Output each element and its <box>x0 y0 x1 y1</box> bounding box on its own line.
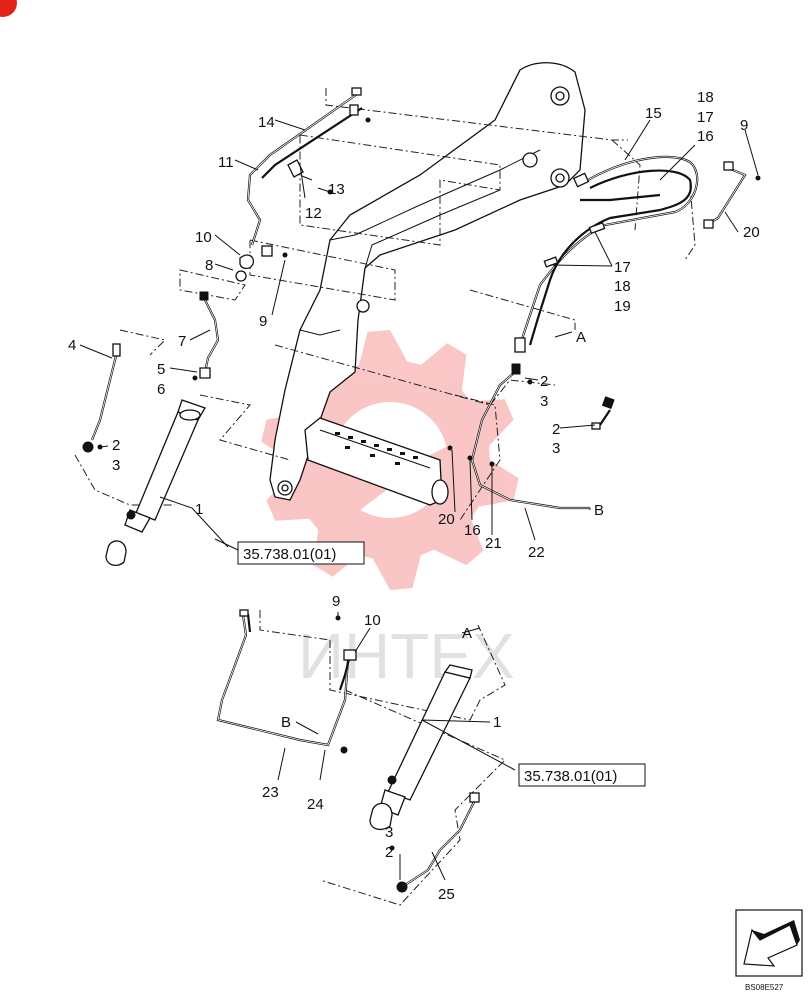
label-a-upper: A <box>576 329 586 346</box>
reference-text-upper: 35.738.01(01) <box>243 546 336 563</box>
reference-box-lower[interactable]: 35.738.01(01) <box>518 763 646 787</box>
label-13: 13 <box>328 181 345 198</box>
label-a-lower: A <box>462 625 472 642</box>
drawing-code: BS08E527 <box>745 983 784 992</box>
hose-25 <box>396 792 480 893</box>
label-3-right: 3 <box>552 440 560 457</box>
reference-box-upper[interactable]: 35.738.01(01) <box>237 541 365 565</box>
label-24: 24 <box>307 796 324 813</box>
label-16-top: 16 <box>697 128 714 145</box>
label-20-right: 20 <box>743 224 760 241</box>
label-11: 11 <box>218 154 234 171</box>
label-9-right: 9 <box>740 117 748 134</box>
label-b-upper: B <box>594 502 604 519</box>
corner-badge-icon <box>0 0 17 17</box>
hose-2-3-right <box>591 396 615 430</box>
hose-4 <box>82 343 121 453</box>
label-1-lower: 1 <box>493 714 501 731</box>
label-3-left: 3 <box>112 457 120 474</box>
tube-10-lower <box>338 649 357 754</box>
label-1-upper: 1 <box>195 501 203 518</box>
label-18-top: 18 <box>697 89 714 106</box>
label-16-mid: 16 <box>464 522 481 539</box>
hoses-15-18 <box>514 155 699 353</box>
label-10-lower: 10 <box>364 612 381 629</box>
label-4: 4 <box>68 337 76 354</box>
fitting-13 <box>287 159 313 181</box>
label-3-lower: 3 <box>385 824 393 841</box>
label-10: 10 <box>195 229 212 246</box>
label-25: 25 <box>438 886 455 903</box>
tube-23 <box>216 609 350 747</box>
label-2-lower: 2 <box>385 844 393 861</box>
label-2-mid: 2 <box>540 373 548 390</box>
label-9-lower: 9 <box>332 593 340 610</box>
loader-arm <box>269 62 586 506</box>
label-9-left: 9 <box>259 313 267 330</box>
label-12: 12 <box>305 205 322 222</box>
cylinder-lower <box>369 664 473 831</box>
label-14: 14 <box>258 114 275 131</box>
label-17-top: 17 <box>697 109 714 126</box>
label-2-right: 2 <box>552 421 560 438</box>
guide-lines <box>74 88 696 906</box>
label-23: 23 <box>262 784 279 801</box>
cylinder-upper <box>105 399 206 567</box>
tube-14 <box>246 87 363 246</box>
label-6: 6 <box>157 381 165 398</box>
label-19: 19 <box>614 298 631 315</box>
watermark-text: ИНТЕХ <box>298 620 515 692</box>
arrow-icon <box>735 909 803 977</box>
label-21: 21 <box>485 535 502 552</box>
label-3-mid: 3 <box>540 393 548 410</box>
hose-22 <box>470 363 590 510</box>
label-22: 22 <box>528 544 545 561</box>
label-20-mid: 20 <box>438 511 455 528</box>
label-15: 15 <box>645 105 662 122</box>
reference-text-lower: 35.738.01(01) <box>524 768 617 785</box>
label-5: 5 <box>157 361 165 378</box>
item-labels: 1 2 3 4 5 6 7 8 9 10 11 12 13 14 15 18 1… <box>68 89 760 903</box>
tube-20 <box>703 161 747 229</box>
hose-7 <box>199 291 220 379</box>
label-18-mid: 18 <box>614 278 631 295</box>
label-7: 7 <box>178 333 186 350</box>
label-b-lower: B <box>281 714 291 731</box>
leader-lines <box>79 119 759 881</box>
fitting-10 <box>235 245 273 282</box>
label-8: 8 <box>205 257 213 274</box>
label-2-left: 2 <box>112 437 120 454</box>
label-17-mid: 17 <box>614 259 631 276</box>
